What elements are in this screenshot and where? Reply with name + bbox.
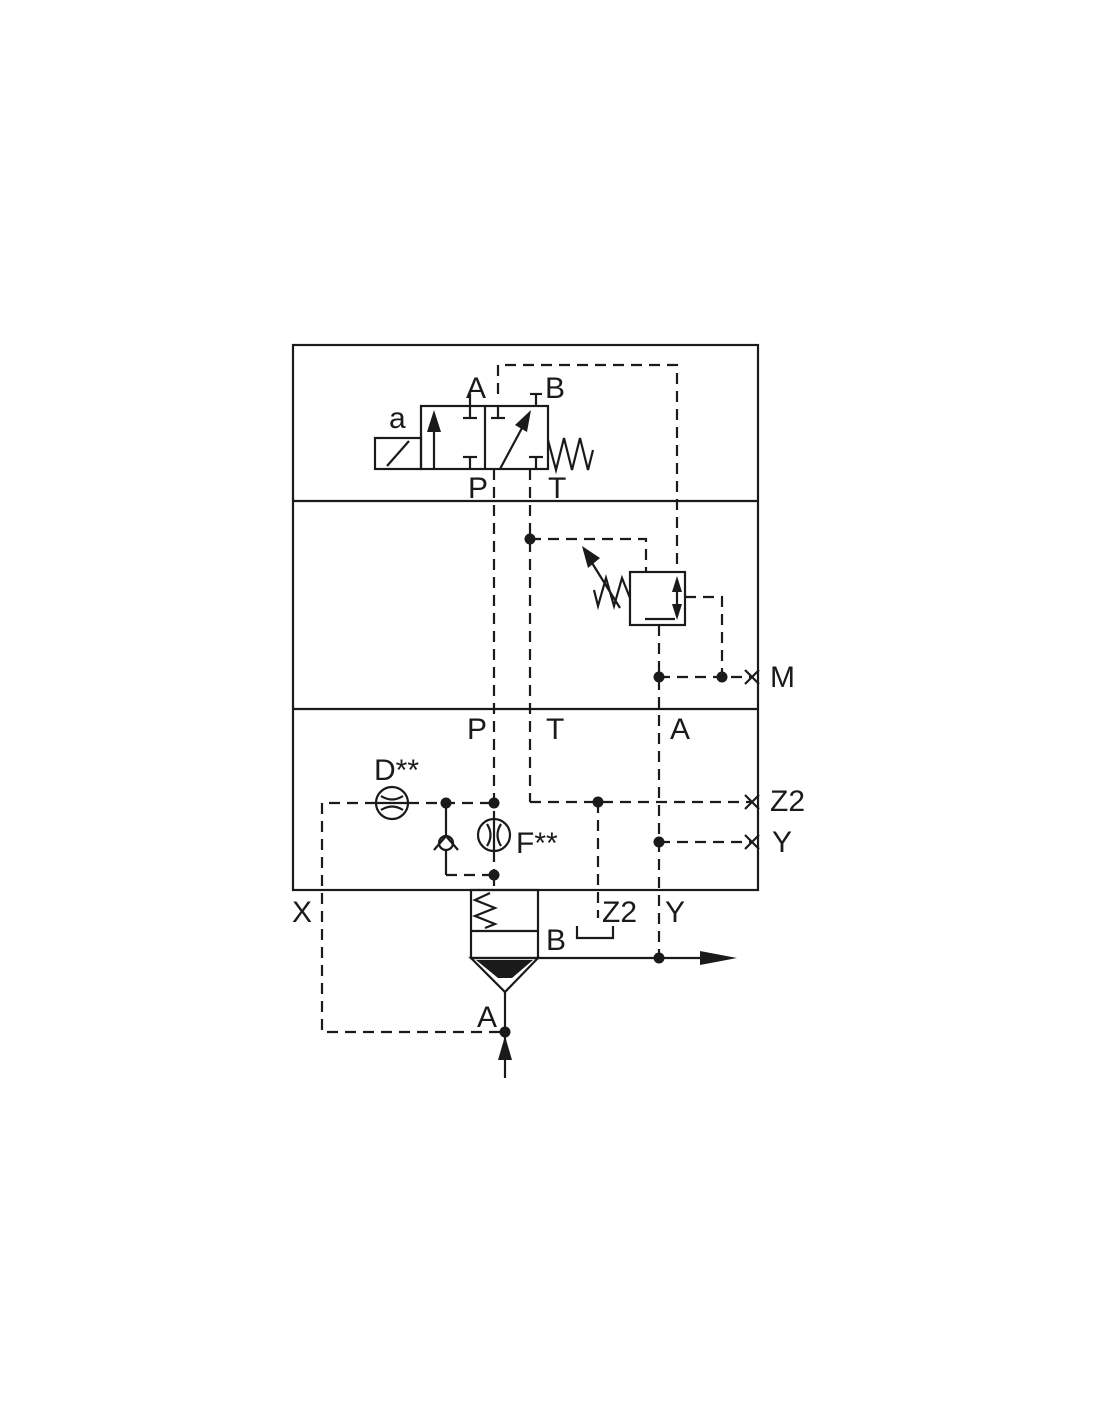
port-z2-bottom-label: Z2 [602,896,637,929]
plug-icon [575,926,615,940]
adjustable-spring-icon [592,573,632,611]
pilot-port-b-label: B [545,372,565,405]
junction-dots [440,533,728,1038]
solenoid-label: a [389,402,406,435]
valve-envelope-b [491,406,543,470]
port-z2-right-label: Z2 [770,785,805,818]
port-y-right-label: Y [772,826,792,859]
orifice-d-icon [374,785,410,821]
port-y-bottom-label: Y [665,896,685,929]
port-x-label: X [292,896,312,929]
port-m-label: M [770,661,795,694]
port-plug-crosses [744,669,760,850]
pressure-reducing-valve [582,546,687,627]
pilot-directional-valve [373,392,595,475]
cartridge-poppet [468,888,737,1078]
main-port-b-label: B [546,924,566,957]
main-port-a-label: A [477,1001,497,1034]
middle-port-t-label: T [546,713,564,746]
middle-port-a-label: A [670,713,690,746]
spring-icon [546,437,595,475]
pilot-port-p-label: P [468,472,488,505]
pilot-port-t-label: T [548,472,566,505]
orifice-d-label: D** [374,754,419,787]
valve-envelope-a [427,406,477,469]
middle-port-p-label: P [467,713,487,746]
orifice-f-icon [476,817,512,853]
poppet-spring-icon [472,892,498,930]
pilot-port-a-label: A [466,372,486,405]
orifice-f-label: F** [516,827,558,860]
solenoid-icon [373,436,423,471]
check-valve-icon [433,803,459,875]
